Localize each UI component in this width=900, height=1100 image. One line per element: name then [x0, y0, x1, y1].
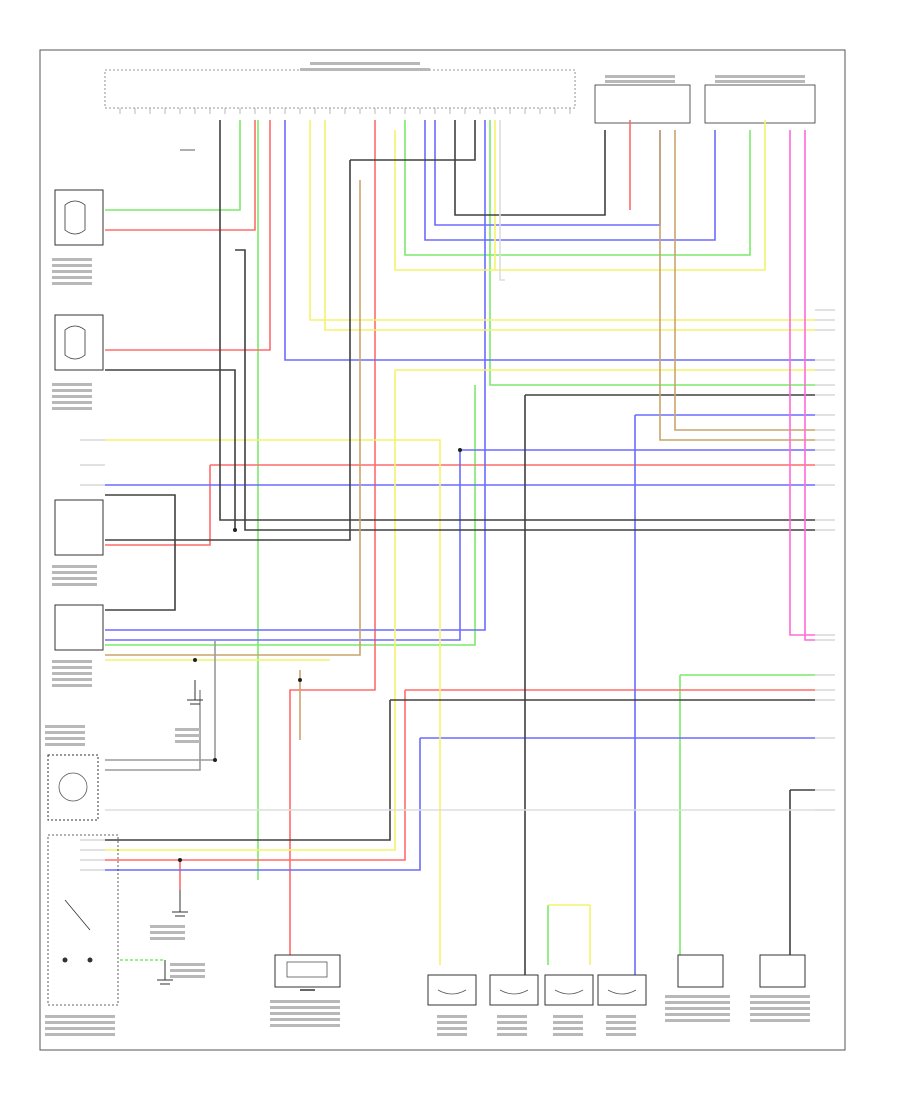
- wire-pink-2: [804, 130, 815, 641]
- wire-yellow-7: [548, 904, 591, 965]
- connector-pin-row: [119, 108, 571, 114]
- left-sensor-5: [47, 754, 99, 821]
- wire-pink-1: [789, 130, 815, 636]
- right-module-connector: [704, 84, 816, 124]
- left-control-module-connector: [104, 69, 576, 109]
- wire-black-13: [105, 494, 176, 611]
- diagram-frame: [39, 49, 846, 1051]
- junction-dots: [178, 448, 462, 862]
- wire-blue-4: [105, 120, 486, 631]
- component-box-2: [489, 974, 539, 1006]
- component-box-3: [544, 974, 594, 1006]
- left-connector-pins: [80, 439, 105, 871]
- left-sensor-4: [54, 604, 104, 651]
- wire-blue-1: [284, 120, 815, 361]
- wire-black-12: [454, 120, 606, 216]
- center-module: [274, 954, 341, 991]
- wire-green-2: [404, 120, 751, 256]
- wire-blue-3: [424, 120, 716, 241]
- component-box-6: [759, 954, 806, 988]
- component-box-4: [597, 974, 647, 1006]
- ground-symbol-3: [157, 960, 173, 985]
- wire-brown-1: [659, 130, 815, 441]
- wire-black-5: [105, 369, 236, 530]
- wire-black-4: [235, 249, 815, 531]
- wire-grey-4: [499, 120, 505, 281]
- front-module-connector: [594, 84, 691, 124]
- ground-symbol-1: [187, 680, 203, 705]
- wire-blue-6: [105, 450, 461, 641]
- wire-red-1: [105, 120, 256, 231]
- wires: [105, 120, 815, 975]
- wire-brown-2: [674, 130, 815, 431]
- wire-yellow-1: [324, 120, 815, 331]
- left-sensor-1: [54, 189, 104, 246]
- wire-blue-11: [105, 738, 421, 871]
- wire-yellow-3: [495, 120, 766, 271]
- wire-black-3: [105, 160, 351, 541]
- wire-red-2: [105, 120, 271, 351]
- wire-green-3: [489, 120, 815, 386]
- wire-green-1: [105, 120, 241, 211]
- wire-green-7: [105, 385, 476, 646]
- wire-yellow-8: [309, 120, 815, 321]
- label-texture: [45, 62, 810, 1036]
- component-box-5: [677, 954, 724, 988]
- wire-black-1: [219, 120, 815, 521]
- left-switch-assembly: [47, 834, 119, 1006]
- wire-black-9: [105, 700, 391, 841]
- wire-grey-5: [105, 690, 201, 771]
- right-connector-pins: [815, 309, 835, 811]
- wire-black-2: [350, 120, 476, 161]
- ground-symbol-2: [172, 890, 188, 917]
- wire-red-3: [289, 120, 376, 970]
- left-sensor-3: [54, 499, 104, 556]
- wire-yellow-2: [394, 120, 496, 271]
- wire-brown-3: [105, 180, 361, 656]
- wire-red-5: [105, 465, 211, 546]
- wire-red-8: [105, 690, 406, 861]
- component-box-1: [427, 974, 477, 1006]
- left-sensor-2: [54, 314, 104, 371]
- wire-yellow-4: [105, 439, 441, 965]
